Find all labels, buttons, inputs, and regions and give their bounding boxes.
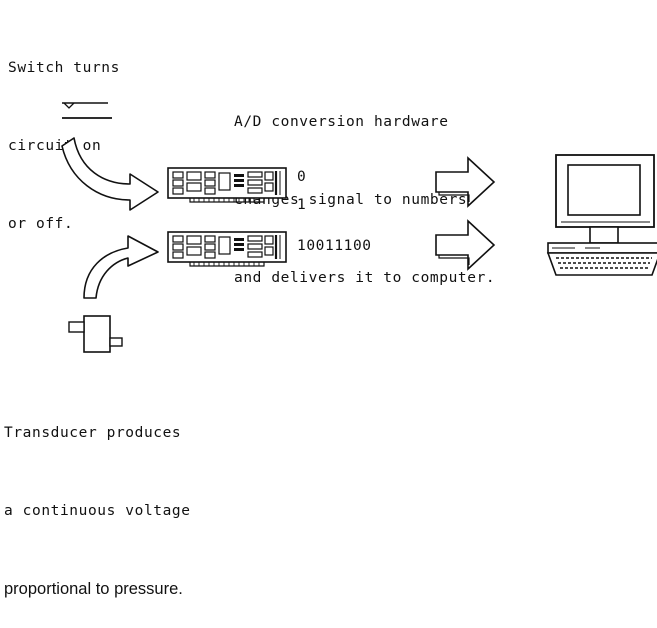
transducer-caption-line-2: a continuous voltage <box>4 498 191 524</box>
ad-card-icon-bottom <box>168 232 286 266</box>
block-arrow-icon-top <box>436 158 494 206</box>
transducer-caption-line-3: proportional to pressure. <box>4 576 191 602</box>
curved-arrow-transducer-icon <box>84 236 158 298</box>
transducer-icon <box>69 316 122 352</box>
block-arrow-icon-bottom <box>436 221 494 269</box>
curved-arrow-switch-icon <box>62 138 158 210</box>
switch-icon <box>62 103 112 118</box>
ad-card-icon-top <box>168 168 286 202</box>
computer-icon <box>548 155 657 275</box>
